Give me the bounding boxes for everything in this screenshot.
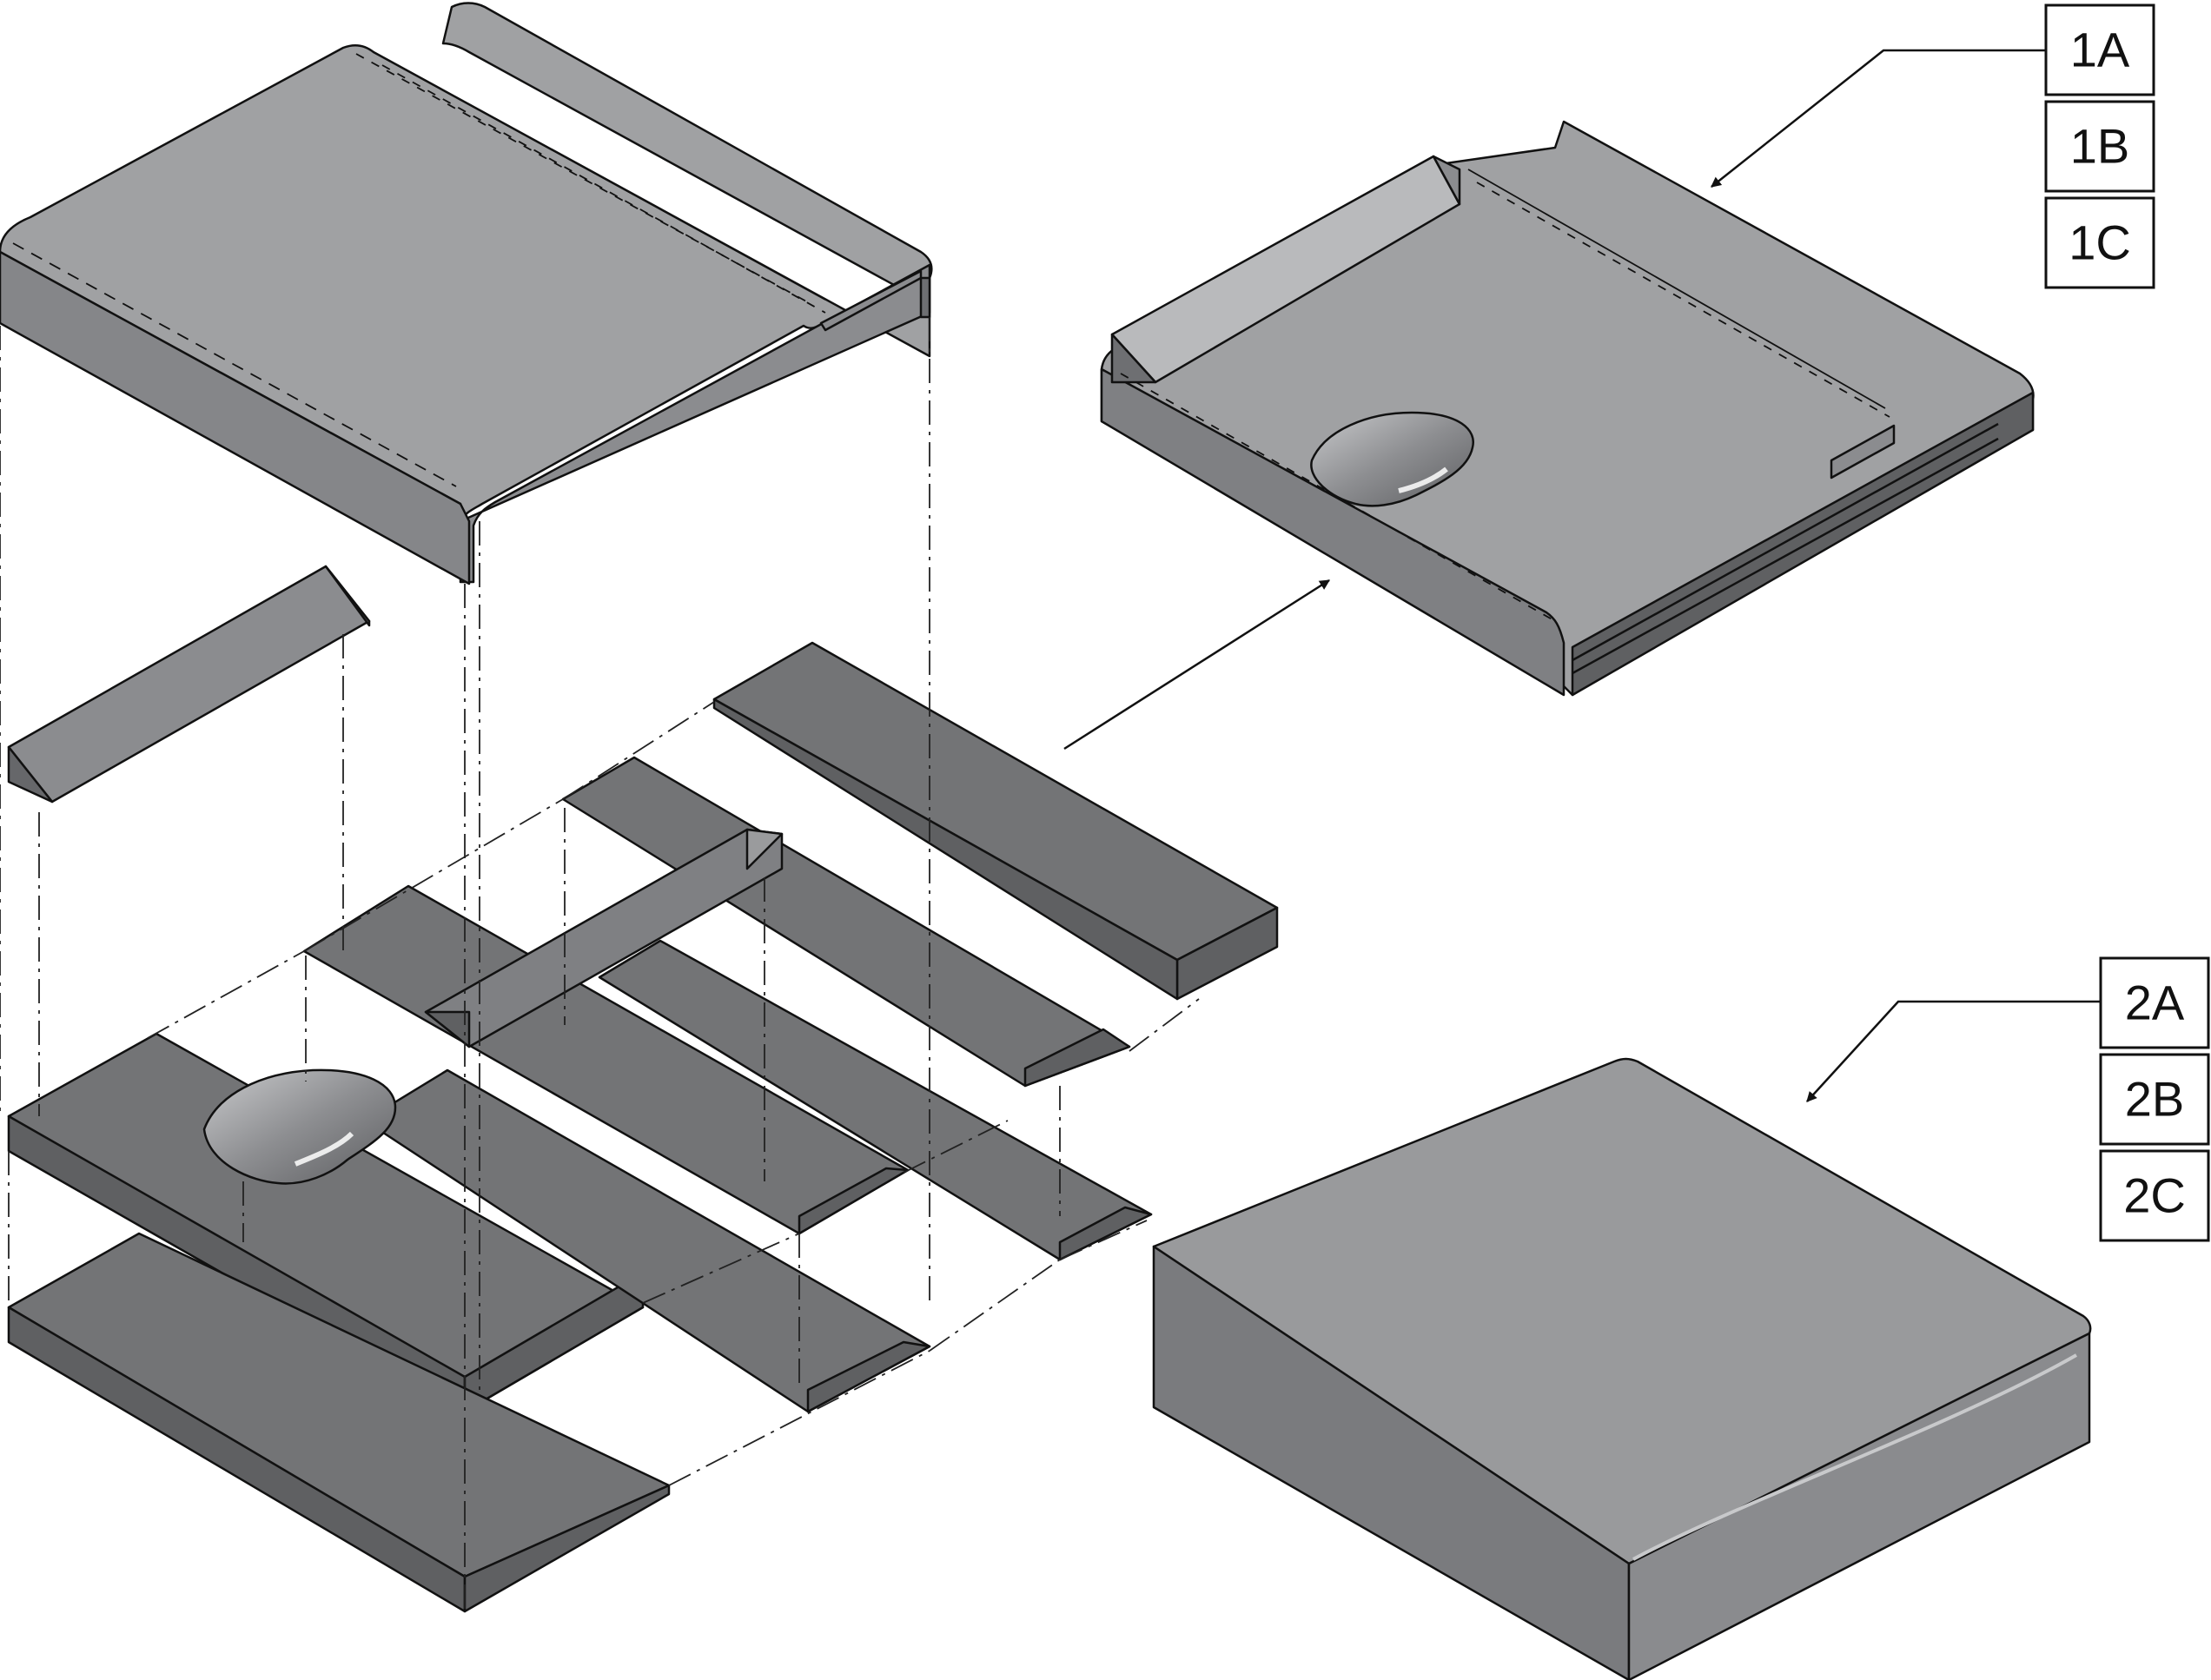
foam-strip-front-right (598, 939, 1153, 1261)
finished-cushion-view (1152, 1057, 2092, 1680)
foam-strip-back (712, 641, 1279, 1001)
callout-label-2b: 2B (2125, 1072, 2185, 1127)
wedge-part (7, 565, 371, 804)
callout-box-2b (2099, 1053, 2210, 1146)
assembled-cover-view (1100, 120, 2035, 697)
callout-label-1c: 1C (2069, 215, 2131, 270)
foam-strip-middle (561, 756, 1131, 1088)
callout-label-2a: 2A (2125, 976, 2185, 1030)
callout-box-1a (2044, 3, 2155, 96)
cross-wedge-part (424, 828, 784, 1048)
callout-label-1b: 1B (2070, 119, 2130, 174)
callout-box-1c (2044, 196, 2155, 289)
callout-1-leader (1711, 49, 2046, 188)
callout-group-2: 2A 2B 2C (2099, 956, 2210, 1242)
callout-box-2c (2099, 1149, 2210, 1242)
callout-box-1b (2044, 100, 2155, 193)
callout-group-1: 1A 1B 1C (2044, 3, 2155, 289)
callout-label-2c: 2C (2123, 1168, 2186, 1223)
foam-base-lower (7, 1232, 671, 1613)
alignment-lines (0, 317, 1200, 1611)
callout-2-leader (1806, 1000, 2101, 1102)
exploded-view (0, 2, 1279, 1613)
assembly-arrow (1063, 579, 1331, 751)
callout-label-1a: 1A (2070, 23, 2130, 77)
gel-insert-part (202, 1068, 397, 1185)
seat-cover-part (0, 2, 933, 585)
callout-box-2a (2099, 956, 2210, 1049)
